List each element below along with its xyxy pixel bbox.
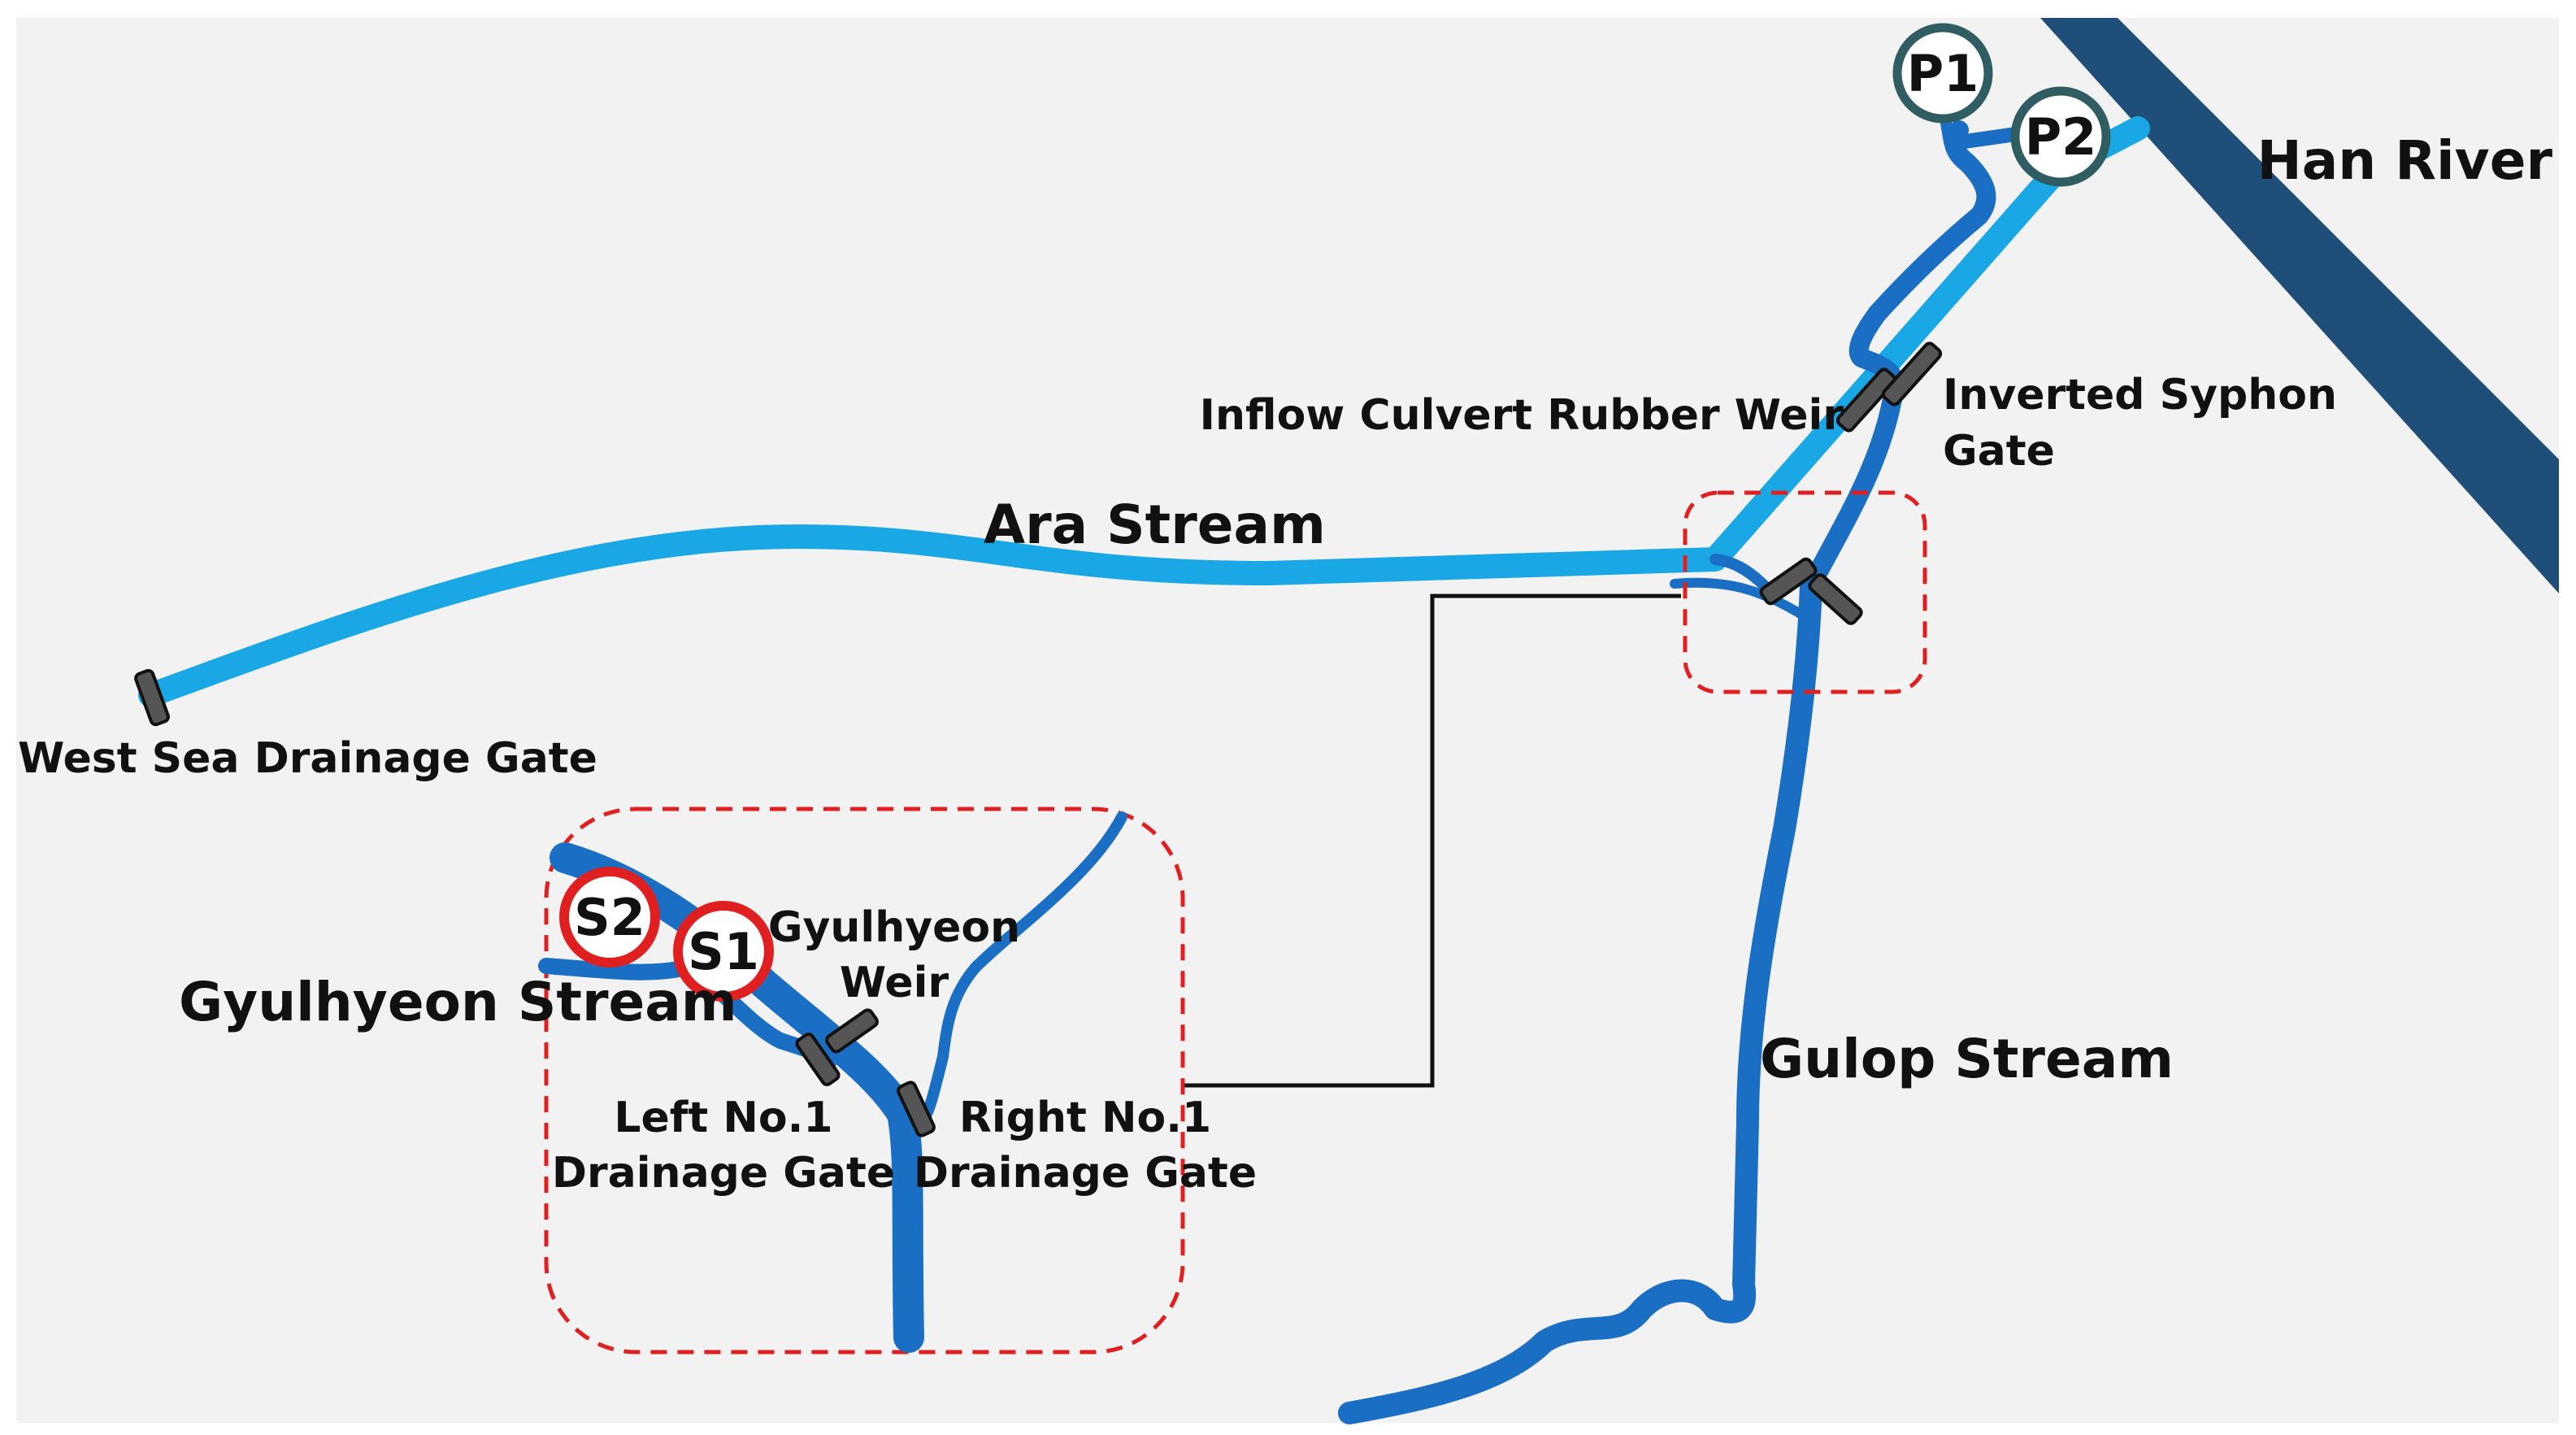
ara-stream — [138, 116, 2150, 707]
west-sea-drainage-gate — [134, 668, 170, 727]
marker-p2-label: P2 — [2025, 107, 2097, 167]
ara-stream-label: Ara Stream — [984, 494, 1326, 556]
junction-link — [1709, 554, 1770, 591]
junction-gate-left — [1759, 557, 1818, 606]
marker-s1-label: S1 — [688, 922, 759, 981]
gyulhyeon-weir-label-line2: Weir — [840, 959, 949, 1007]
inverted-syphon-label-line1: Inverted Syphon — [1943, 371, 2337, 420]
inverted-syphon-gate — [1881, 341, 1943, 407]
junction-gate-right — [1808, 573, 1863, 625]
marker-s1: S1 — [673, 901, 774, 1002]
han-river-label: Han River — [2257, 129, 2552, 192]
gulop-stream-label: Gulop Stream — [1760, 1028, 2174, 1090]
marker-p1: P1 — [1892, 23, 1993, 124]
left-no1-drainage-gate — [795, 1033, 841, 1086]
left-gate-label-line1: Left No.1 — [614, 1094, 832, 1142]
junction-inset-box — [1683, 490, 1927, 694]
gyulhyeon-stream-label: Gyulhyeon Stream — [179, 971, 737, 1033]
gulop-upper-channel — [1801, 120, 1996, 595]
inflow-culvert-rubber-weir — [1835, 367, 1897, 433]
map-background — [16, 18, 2559, 1423]
junction-branch — [1670, 577, 1809, 621]
right-no1-drainage-gate — [897, 1081, 936, 1137]
inflow-weir-label: Inflow Culvert Rubber Weir — [1200, 391, 1844, 440]
marker-p1-label: P1 — [1907, 44, 1979, 103]
gyulhyeon-weir-label-line1: Gyulhyeon — [768, 903, 1020, 952]
right-gate-label-line2: Drainage Gate — [914, 1149, 1257, 1198]
marker-s2-label: S2 — [574, 888, 645, 947]
gyulhyeon-inset-box — [544, 807, 1185, 1355]
inverted-syphon-label-line2: Gate — [1943, 427, 2055, 476]
marker-p2: P2 — [2010, 86, 2111, 187]
right-gate-label-line1: Right No.1 — [959, 1094, 1211, 1142]
gyulhyeon-stream-east — [921, 811, 1127, 1120]
marker-s2: S2 — [559, 867, 660, 968]
inset-connector — [1183, 594, 1681, 1088]
west-sea-gate-label: West Sea Drainage Gate — [18, 734, 597, 783]
left-gate-label-line2: Drainage Gate — [552, 1149, 895, 1198]
han-river — [2040, 18, 2559, 594]
gulop-stream — [1338, 574, 1822, 1424]
gyulhyeon-weir-gate — [825, 1008, 879, 1054]
